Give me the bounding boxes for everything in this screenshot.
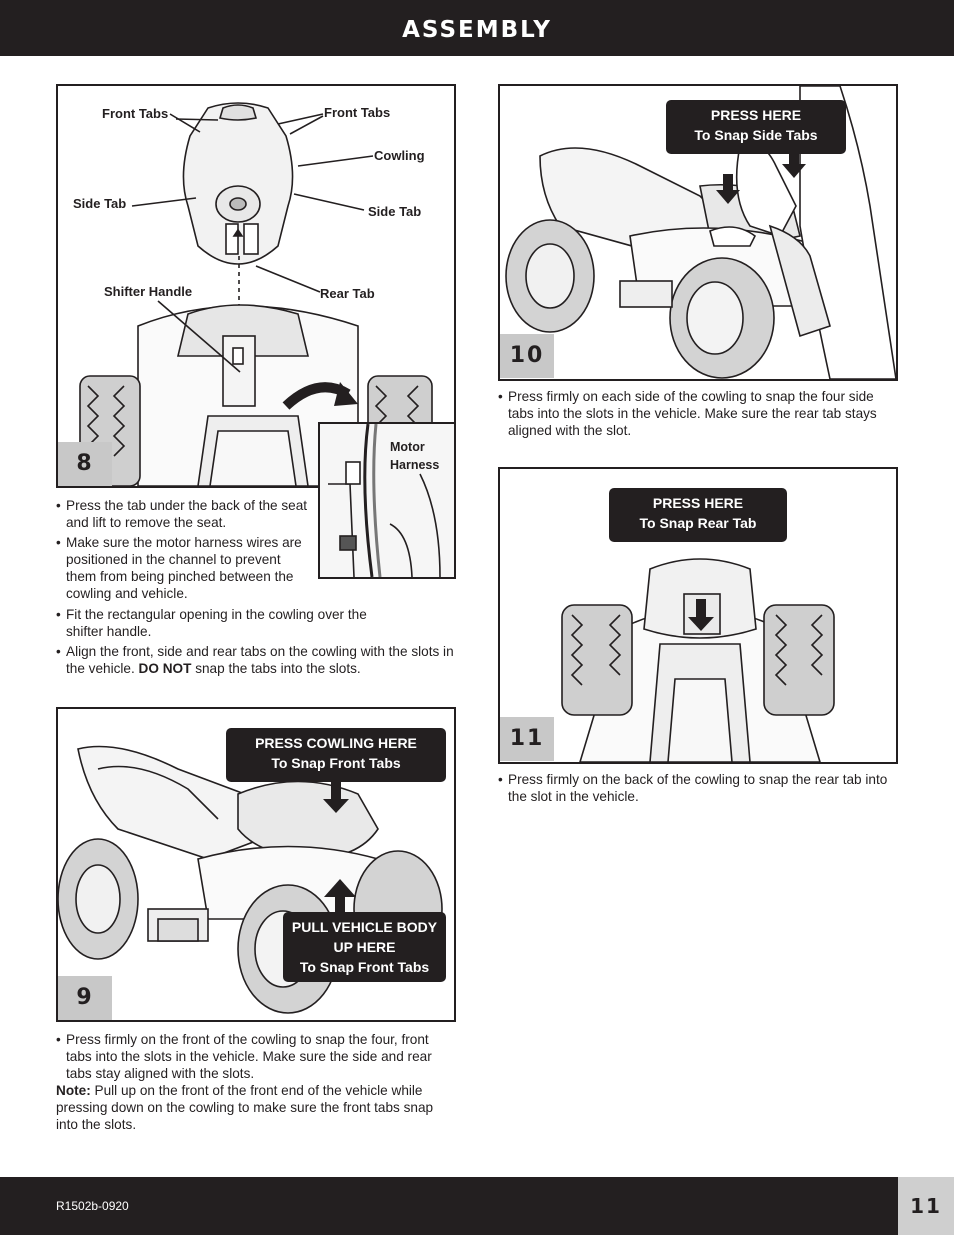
step-10-instructions: Press firmly on each side of the cowling… (498, 388, 898, 442)
pull-vehicle-line-1: PULL VEHICLE BODY (291, 919, 438, 935)
press-cowling-line-1: PRESS COWLING HERE (255, 735, 417, 751)
label-harness: Harness (390, 458, 440, 472)
step-8-bullet-3: Fit the rectangular opening in the cowli… (56, 606, 458, 640)
press-side-tabs-callout: PRESS HERE To Snap Side Tabs (666, 100, 846, 154)
side-tabs-drawing (505, 86, 896, 379)
label-rear-tab: Rear Tab (320, 286, 375, 301)
motor-harness-inset: Motor Harness (318, 422, 456, 579)
label-side-tab-left: Side Tab (73, 196, 127, 211)
pull-vehicle-callout: PULL VEHICLE BODY UP HERE To Snap Front … (283, 912, 446, 982)
rear-tab-drawing (561, 558, 835, 762)
step-number-8: 8 (58, 442, 112, 486)
step-8-instructions: Press the tab under the back of the seat… (56, 497, 312, 605)
step-8-instructions-cont: Fit the rectangular opening in the cowli… (56, 606, 458, 680)
note-label: Note: (56, 1083, 91, 1098)
step-number-9: 9 (58, 976, 112, 1020)
label-motor: Motor (390, 440, 425, 454)
step-11-instructions: Press firmly on the back of the cowling … (498, 771, 898, 808)
note-text: Pull up on the front of the front end of… (56, 1083, 434, 1132)
step-9-illustration: PRESS COWLING HERE To Snap Front Tabs PU… (56, 707, 456, 1022)
press-side-line-1: PRESS HERE (710, 107, 802, 123)
label-cowling: Cowling (374, 148, 425, 163)
pull-vehicle-line-2: UP HERE (333, 939, 396, 955)
press-cowling-line-2: To Snap Front Tabs (271, 755, 401, 771)
label-front-tabs-right: Front Tabs (324, 105, 391, 120)
press-rear-line-1: PRESS HERE (652, 495, 744, 511)
press-cowling-callout: PRESS COWLING HERE To Snap Front Tabs (226, 728, 446, 782)
label-shifter-handle: Shifter Handle (104, 284, 193, 299)
step-11-bullet: Press firmly on the back of the cowling … (498, 771, 898, 805)
step-11-illustration: PRESS HERE To Snap Rear Tab 11 (498, 467, 898, 764)
step-number-10: 10 (500, 334, 554, 378)
press-rear-line-2: To Snap Rear Tab (639, 515, 757, 531)
press-side-line-2: To Snap Side Tabs (694, 127, 818, 143)
step-8-bullet-4-end: snap the tabs into the slots. (191, 661, 361, 676)
step-9-bullet: Press firmly on the front of the cowling… (56, 1031, 458, 1082)
press-rear-tab-callout: PRESS HERE To Snap Rear Tab (609, 488, 787, 542)
step-10-bullet: Press firmly on each side of the cowling… (498, 388, 898, 439)
pull-vehicle-line-3: To Snap Front Tabs (299, 959, 430, 975)
section-title: ASSEMBLY (402, 17, 552, 43)
page-footer: R1502b-0920 11 (0, 1177, 954, 1235)
page-number: 11 (898, 1177, 954, 1235)
label-side-tab-right: Side Tab (368, 204, 422, 219)
page-header: ASSEMBLY (0, 0, 954, 56)
step-10-illustration: PRESS HERE To Snap Side Tabs 10 (498, 84, 898, 381)
step-8-bullet-4-text: Align the front, side and rear tabs on t… (66, 644, 454, 676)
step-8-bullet-4: Align the front, side and rear tabs on t… (56, 643, 458, 677)
motor-harness-drawing (320, 424, 454, 577)
label-front-tabs-left: Front Tabs (102, 106, 169, 121)
step-8-bullet-1: Press the tab under the back of the seat… (56, 497, 312, 531)
step-9-instructions: Press firmly on the front of the cowling… (56, 1031, 458, 1133)
document-code: R1502b-0920 (56, 1199, 129, 1213)
do-not-emphasis: DO NOT (138, 661, 192, 676)
step-9-note: Note: Pull up on the front of the front … (56, 1082, 458, 1133)
step-number-11: 11 (500, 717, 554, 761)
step-8-bullet-2: Make sure the motor harness wires are po… (56, 534, 312, 602)
